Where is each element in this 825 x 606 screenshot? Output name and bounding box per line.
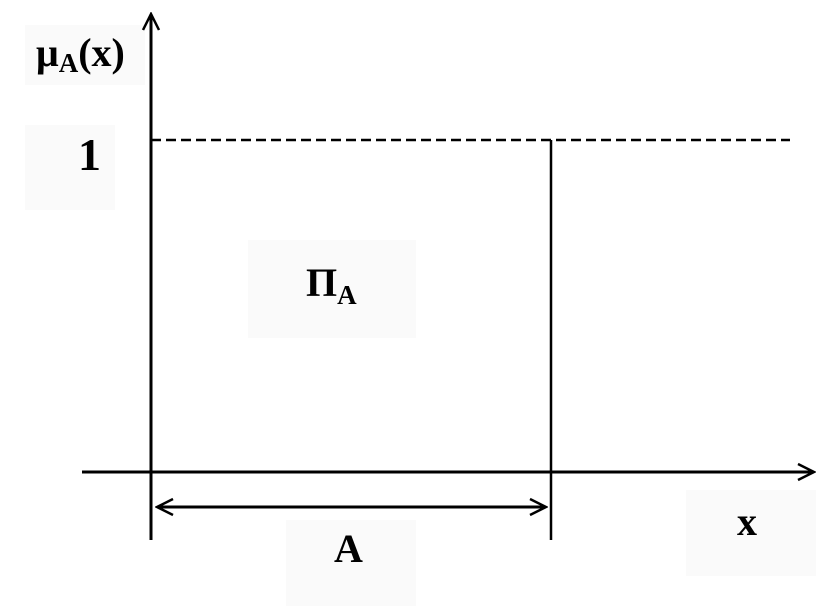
y-axis-label: μA(x) xyxy=(36,30,125,78)
interval-label: A xyxy=(334,526,363,571)
x-axis-label: x xyxy=(737,499,757,544)
y-tick-one: 1 xyxy=(78,129,101,180)
y-axis-label-subscript: A xyxy=(59,48,79,78)
set-label: ΠA xyxy=(306,260,357,310)
set-label-subscript: A xyxy=(337,280,357,310)
